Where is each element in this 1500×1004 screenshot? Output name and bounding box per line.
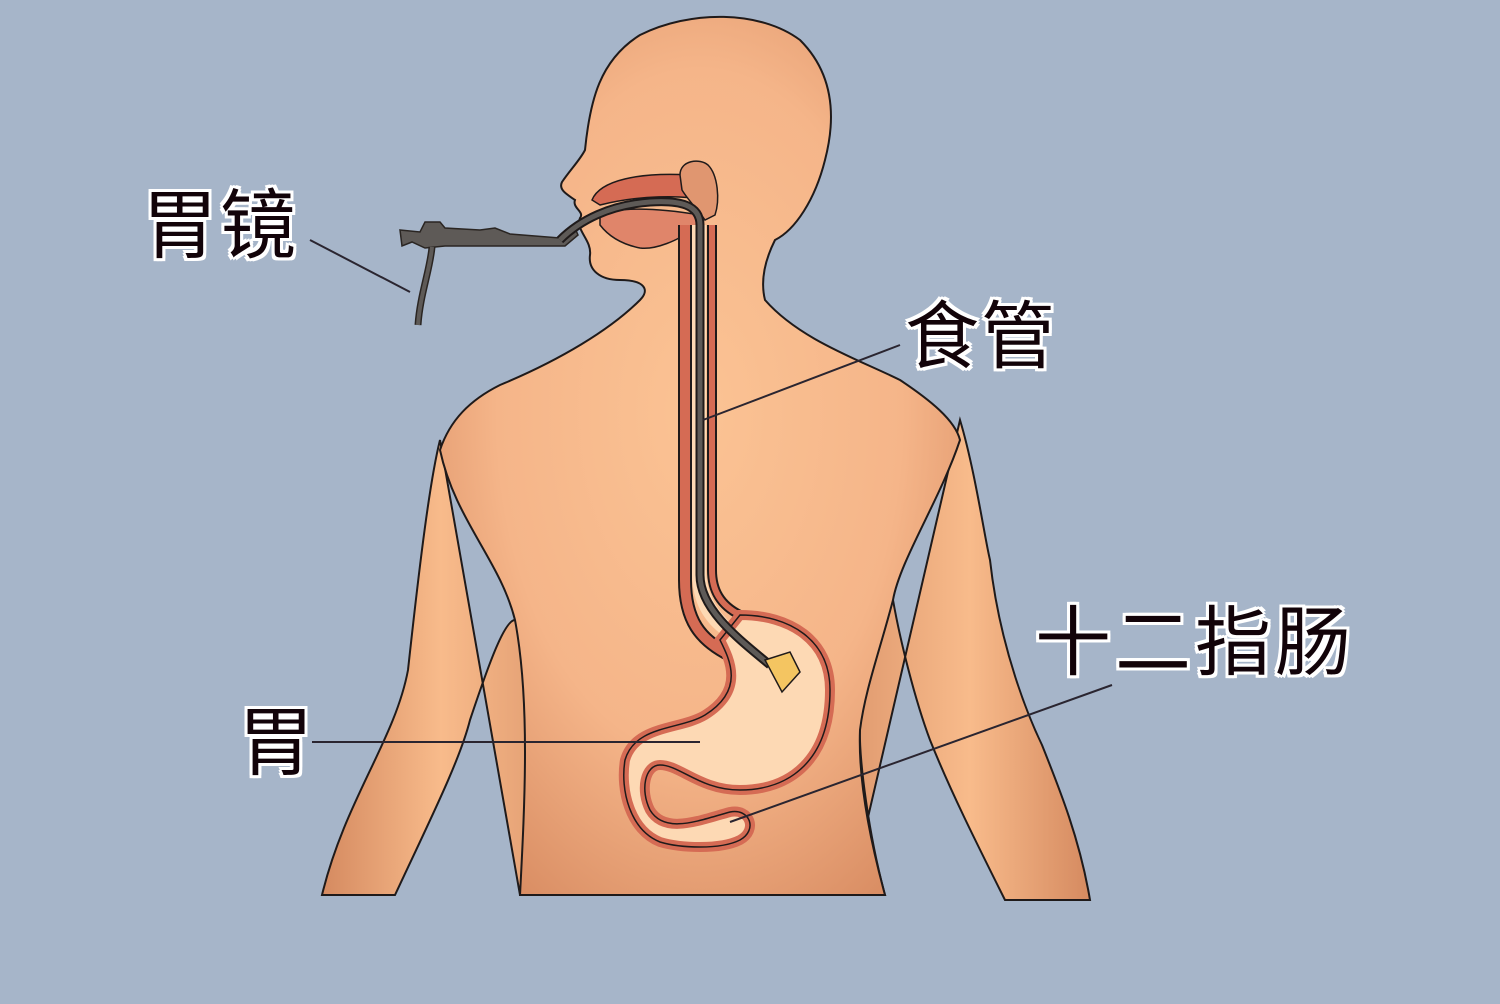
endoscope-tip (763, 651, 801, 694)
leader-esophagus (702, 344, 901, 421)
leader-duodenum (729, 684, 1113, 823)
leader-gastroscope (309, 239, 411, 293)
label-esophagus: 食管 (905, 294, 1057, 380)
endoscope-handle (399, 221, 579, 249)
epiglottis (679, 160, 719, 221)
label-duodenum: 十二指肠 (1035, 598, 1355, 687)
label-stomach: 胃 (238, 698, 314, 787)
label-gastroscope: 胃镜 (142, 181, 298, 270)
